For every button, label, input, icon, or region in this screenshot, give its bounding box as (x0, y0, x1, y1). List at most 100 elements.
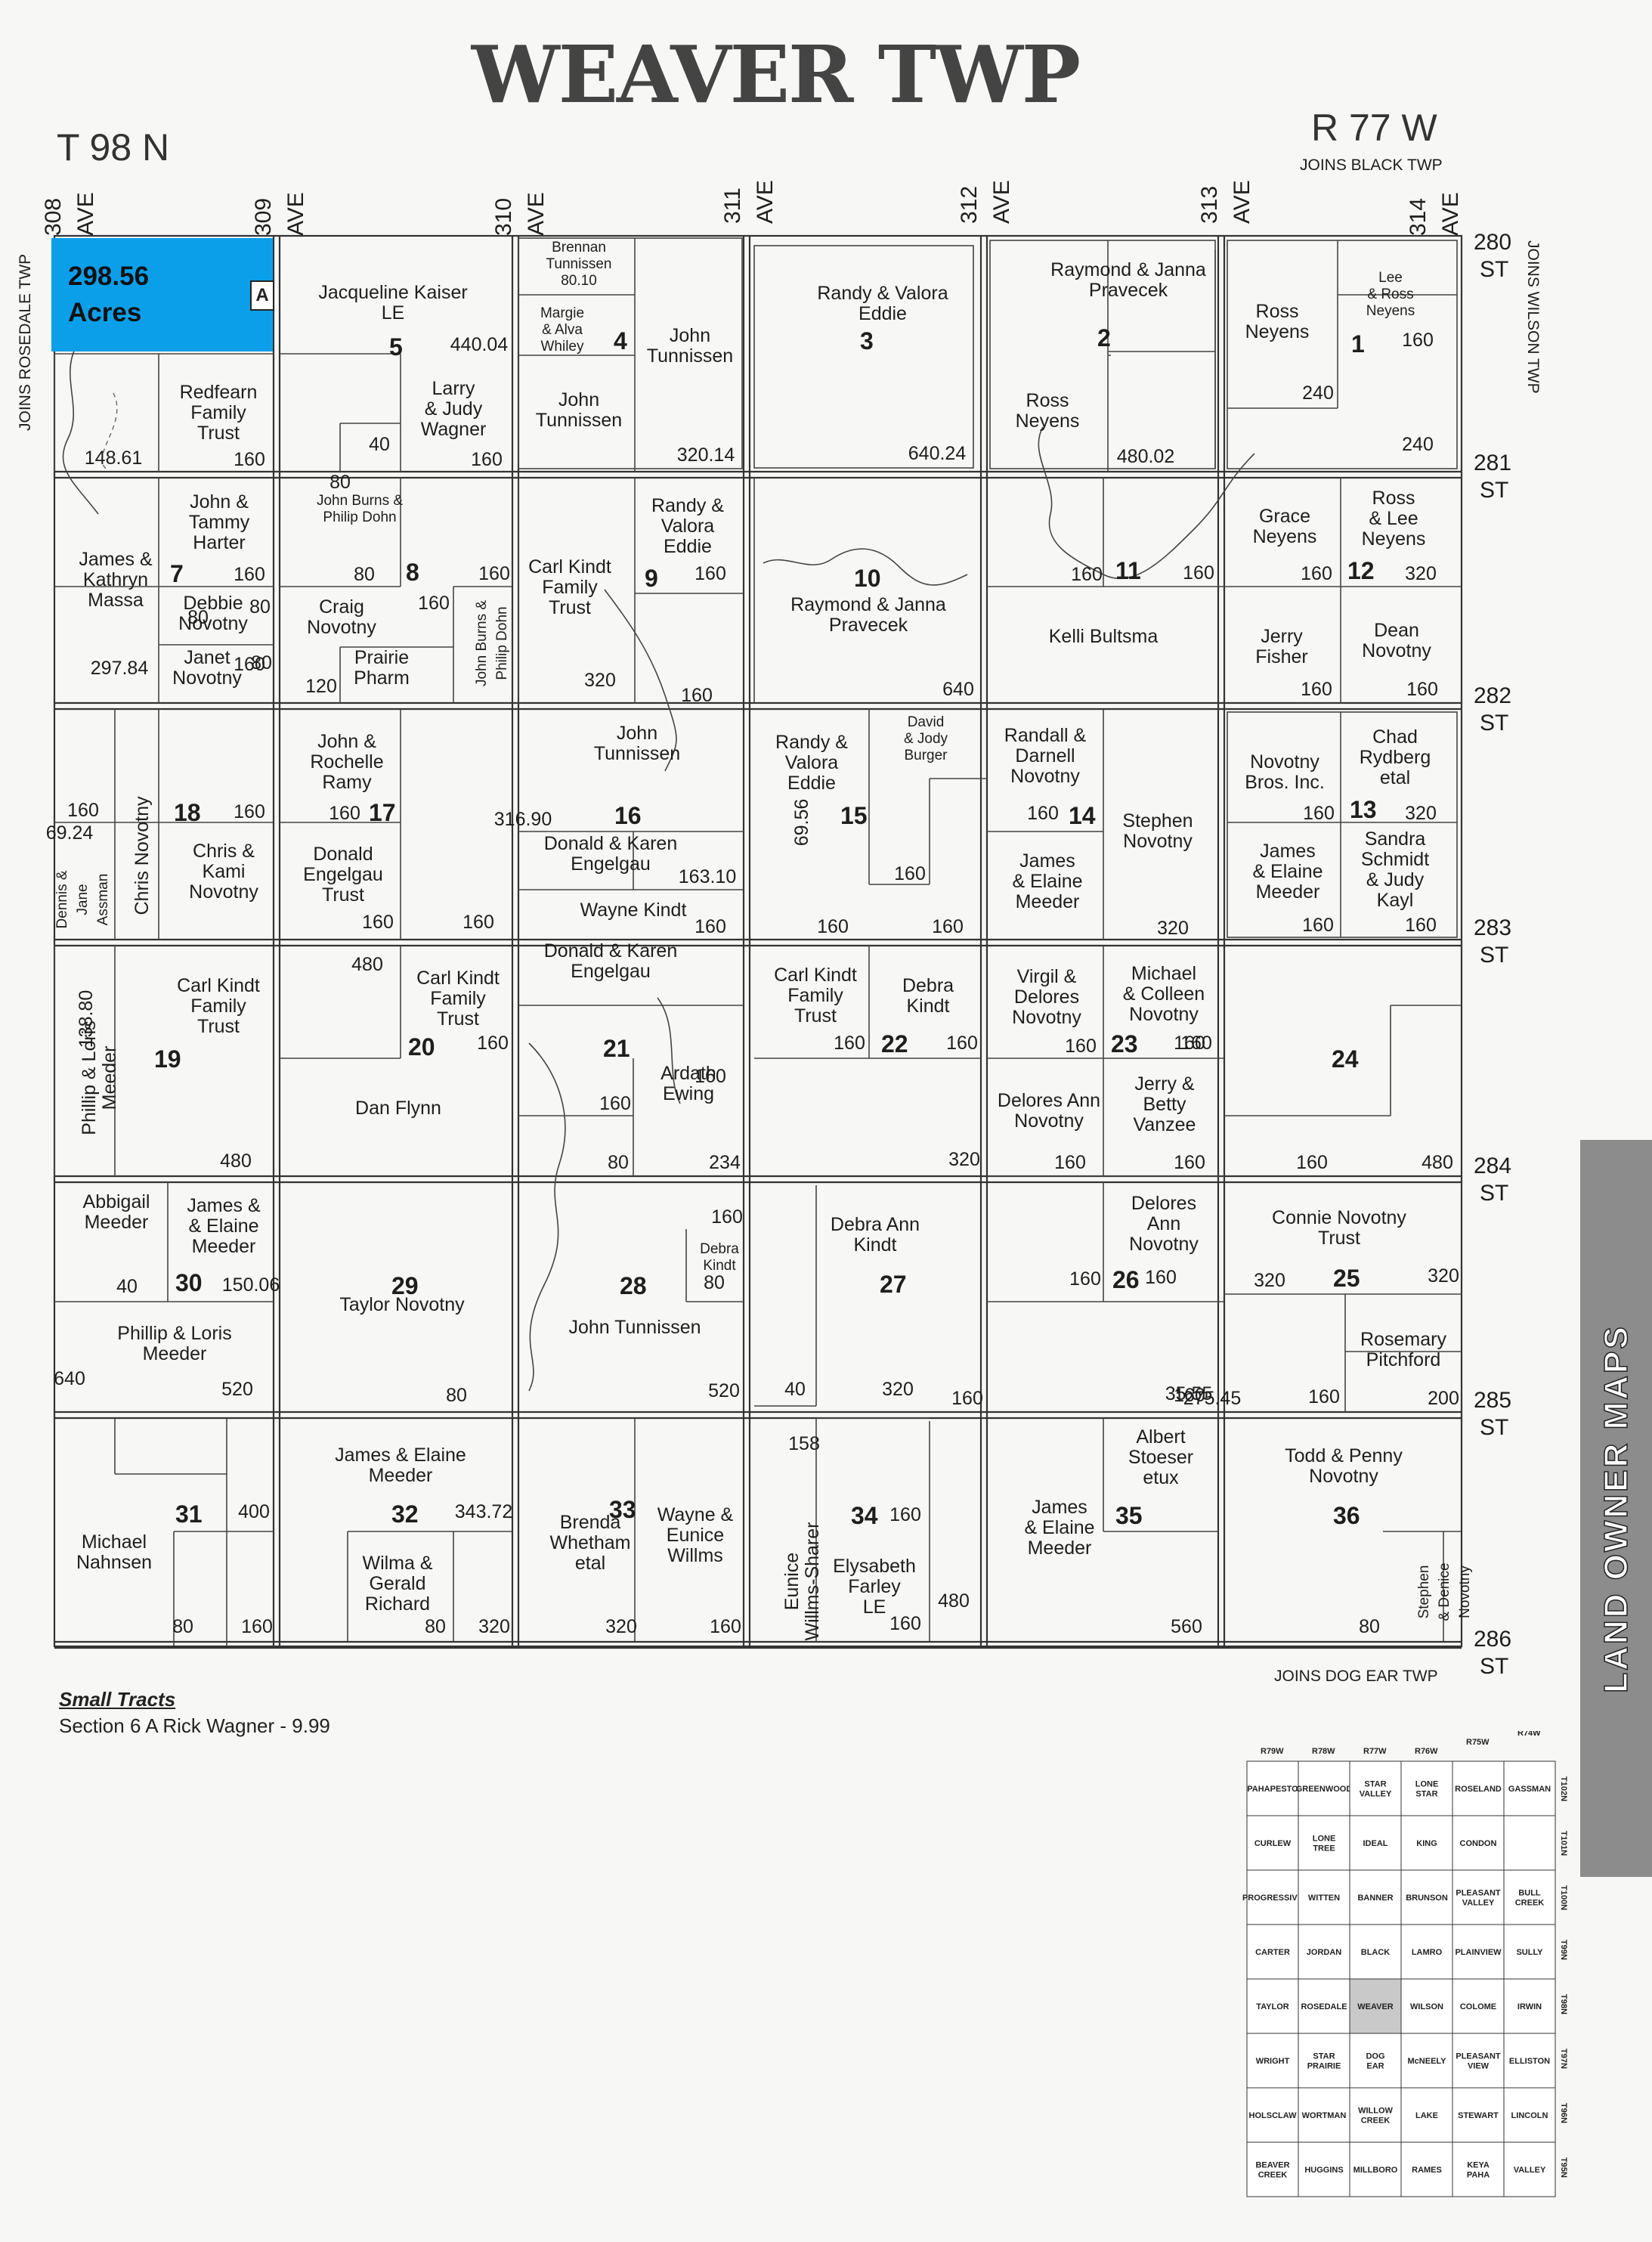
owner-line: Delores (1131, 1193, 1196, 1214)
joins-south: JOINS DOG EAR TWP (1274, 1668, 1438, 1685)
owner-line: Eddie (787, 773, 836, 794)
street-suffix: ST (1480, 1181, 1508, 1206)
index-cell (1246, 2087, 1299, 2143)
owner-line: Todd & Penny (1285, 1445, 1403, 1466)
acreage-label: 320 (948, 1149, 980, 1170)
owner-line: Pharm (354, 667, 410, 689)
index-cell (1400, 2033, 1453, 2089)
acreage-label: 320.14 (677, 444, 735, 466)
index-tier-label: T95N (1559, 2157, 1568, 2178)
index-range-label: R76W (1415, 1747, 1438, 1756)
owner-line: Engelgau (571, 853, 651, 875)
owner-line: John Tunnissen (568, 1317, 701, 1338)
index-cell (1298, 1869, 1350, 1925)
owner-line: James (1260, 841, 1316, 862)
index-cell (1298, 2033, 1350, 2089)
owner-line: Kayl (1377, 890, 1414, 911)
owner-line: Trust (1318, 1228, 1360, 1249)
acreage-label: 148.61 (85, 447, 142, 469)
owner-line: Philip Dohn (494, 606, 510, 680)
acreage-label: 320 (1254, 1270, 1285, 1291)
section-number: 23 (1111, 1030, 1138, 1058)
township-label: T 98 N (57, 126, 169, 169)
acreage-label: 160 (1027, 803, 1059, 824)
acreage-label: 80 (1359, 1616, 1380, 1637)
owner-line: Larry (432, 378, 475, 399)
acreage-label: 160 (1071, 564, 1103, 585)
section-number: 12 (1347, 557, 1375, 584)
index-cell (1503, 1978, 1556, 2034)
avenue-number: 310 (491, 198, 516, 236)
index-cell (1246, 1978, 1299, 2034)
acreage-label: 160 (471, 449, 503, 470)
owner-line: Kindt (854, 1234, 897, 1256)
acreage-label: 320 (882, 1379, 914, 1400)
section-number: 35 (1115, 1502, 1143, 1529)
index-cell (1298, 1760, 1350, 1816)
owner-line: Novotny (307, 617, 376, 638)
index-cell (1400, 1924, 1453, 1980)
owner-line: Neyens (1253, 526, 1317, 547)
owner-line: Novotny (1014, 1110, 1084, 1132)
owner-line: Kathryn (83, 569, 148, 590)
section-number: 21 (603, 1035, 630, 1062)
avenue-suffix: AVE (989, 180, 1014, 224)
owner-line: Margie (540, 305, 584, 321)
acreage-label: 69.24 (46, 822, 94, 844)
avenue-number: 312 (957, 186, 982, 224)
acreage-label: 480 (1422, 1152, 1453, 1173)
owner-label: Taylor Novotny (339, 1294, 465, 1315)
street-number: 281 (1474, 451, 1511, 475)
small-tracts-line: Section 6 A Rick Wagner - 9.99 (59, 1714, 330, 1737)
owner-line: Michael (1131, 963, 1196, 984)
avenue-suffix: AVE (753, 180, 778, 224)
index-cell (1349, 2033, 1402, 2089)
index-township-name: WORTMAN (1302, 2111, 1347, 2120)
owner-line: Ross (1026, 390, 1069, 411)
owner-line: Trust (437, 1008, 479, 1030)
section-number: 29 (391, 1272, 419, 1299)
section-numbers: 1 2 3 4 5 7 8 9 10 11 12 13 14 15 16 17 … (154, 324, 1377, 1529)
owner-line: Randy & Valora (817, 283, 948, 304)
small-tracts-note: Small Tracts Section 6 A Rick Wagner - 9… (59, 1688, 330, 1738)
acreage-label: 158 (788, 1433, 820, 1454)
owner-line: Tammy (189, 512, 250, 533)
joins-west: JOINS ROSEDALE TWP (17, 254, 34, 431)
section-number: 10 (854, 565, 881, 592)
owner-line: etux (1143, 1467, 1179, 1488)
section-number: 24 (1332, 1045, 1359, 1073)
index-cell (1452, 1924, 1505, 1980)
index-township-name: PLAINVIEW (1455, 1948, 1502, 1957)
owner-line: Tunnissen (546, 256, 612, 272)
owner-line: etal (575, 1553, 605, 1574)
acreage-label: 80 (249, 596, 271, 618)
owner-line: Rosemary (1360, 1329, 1446, 1350)
owner-line: Raymond & Janna (790, 594, 946, 615)
index-cell (1246, 1924, 1299, 1980)
index-cell (1298, 1924, 1350, 1980)
index-township-name: BLACK (1361, 1948, 1391, 1957)
owner-line: Taylor Novotny (339, 1294, 465, 1315)
index-cell (1503, 1815, 1556, 1871)
highlighted-parcel[interactable] (51, 238, 273, 351)
